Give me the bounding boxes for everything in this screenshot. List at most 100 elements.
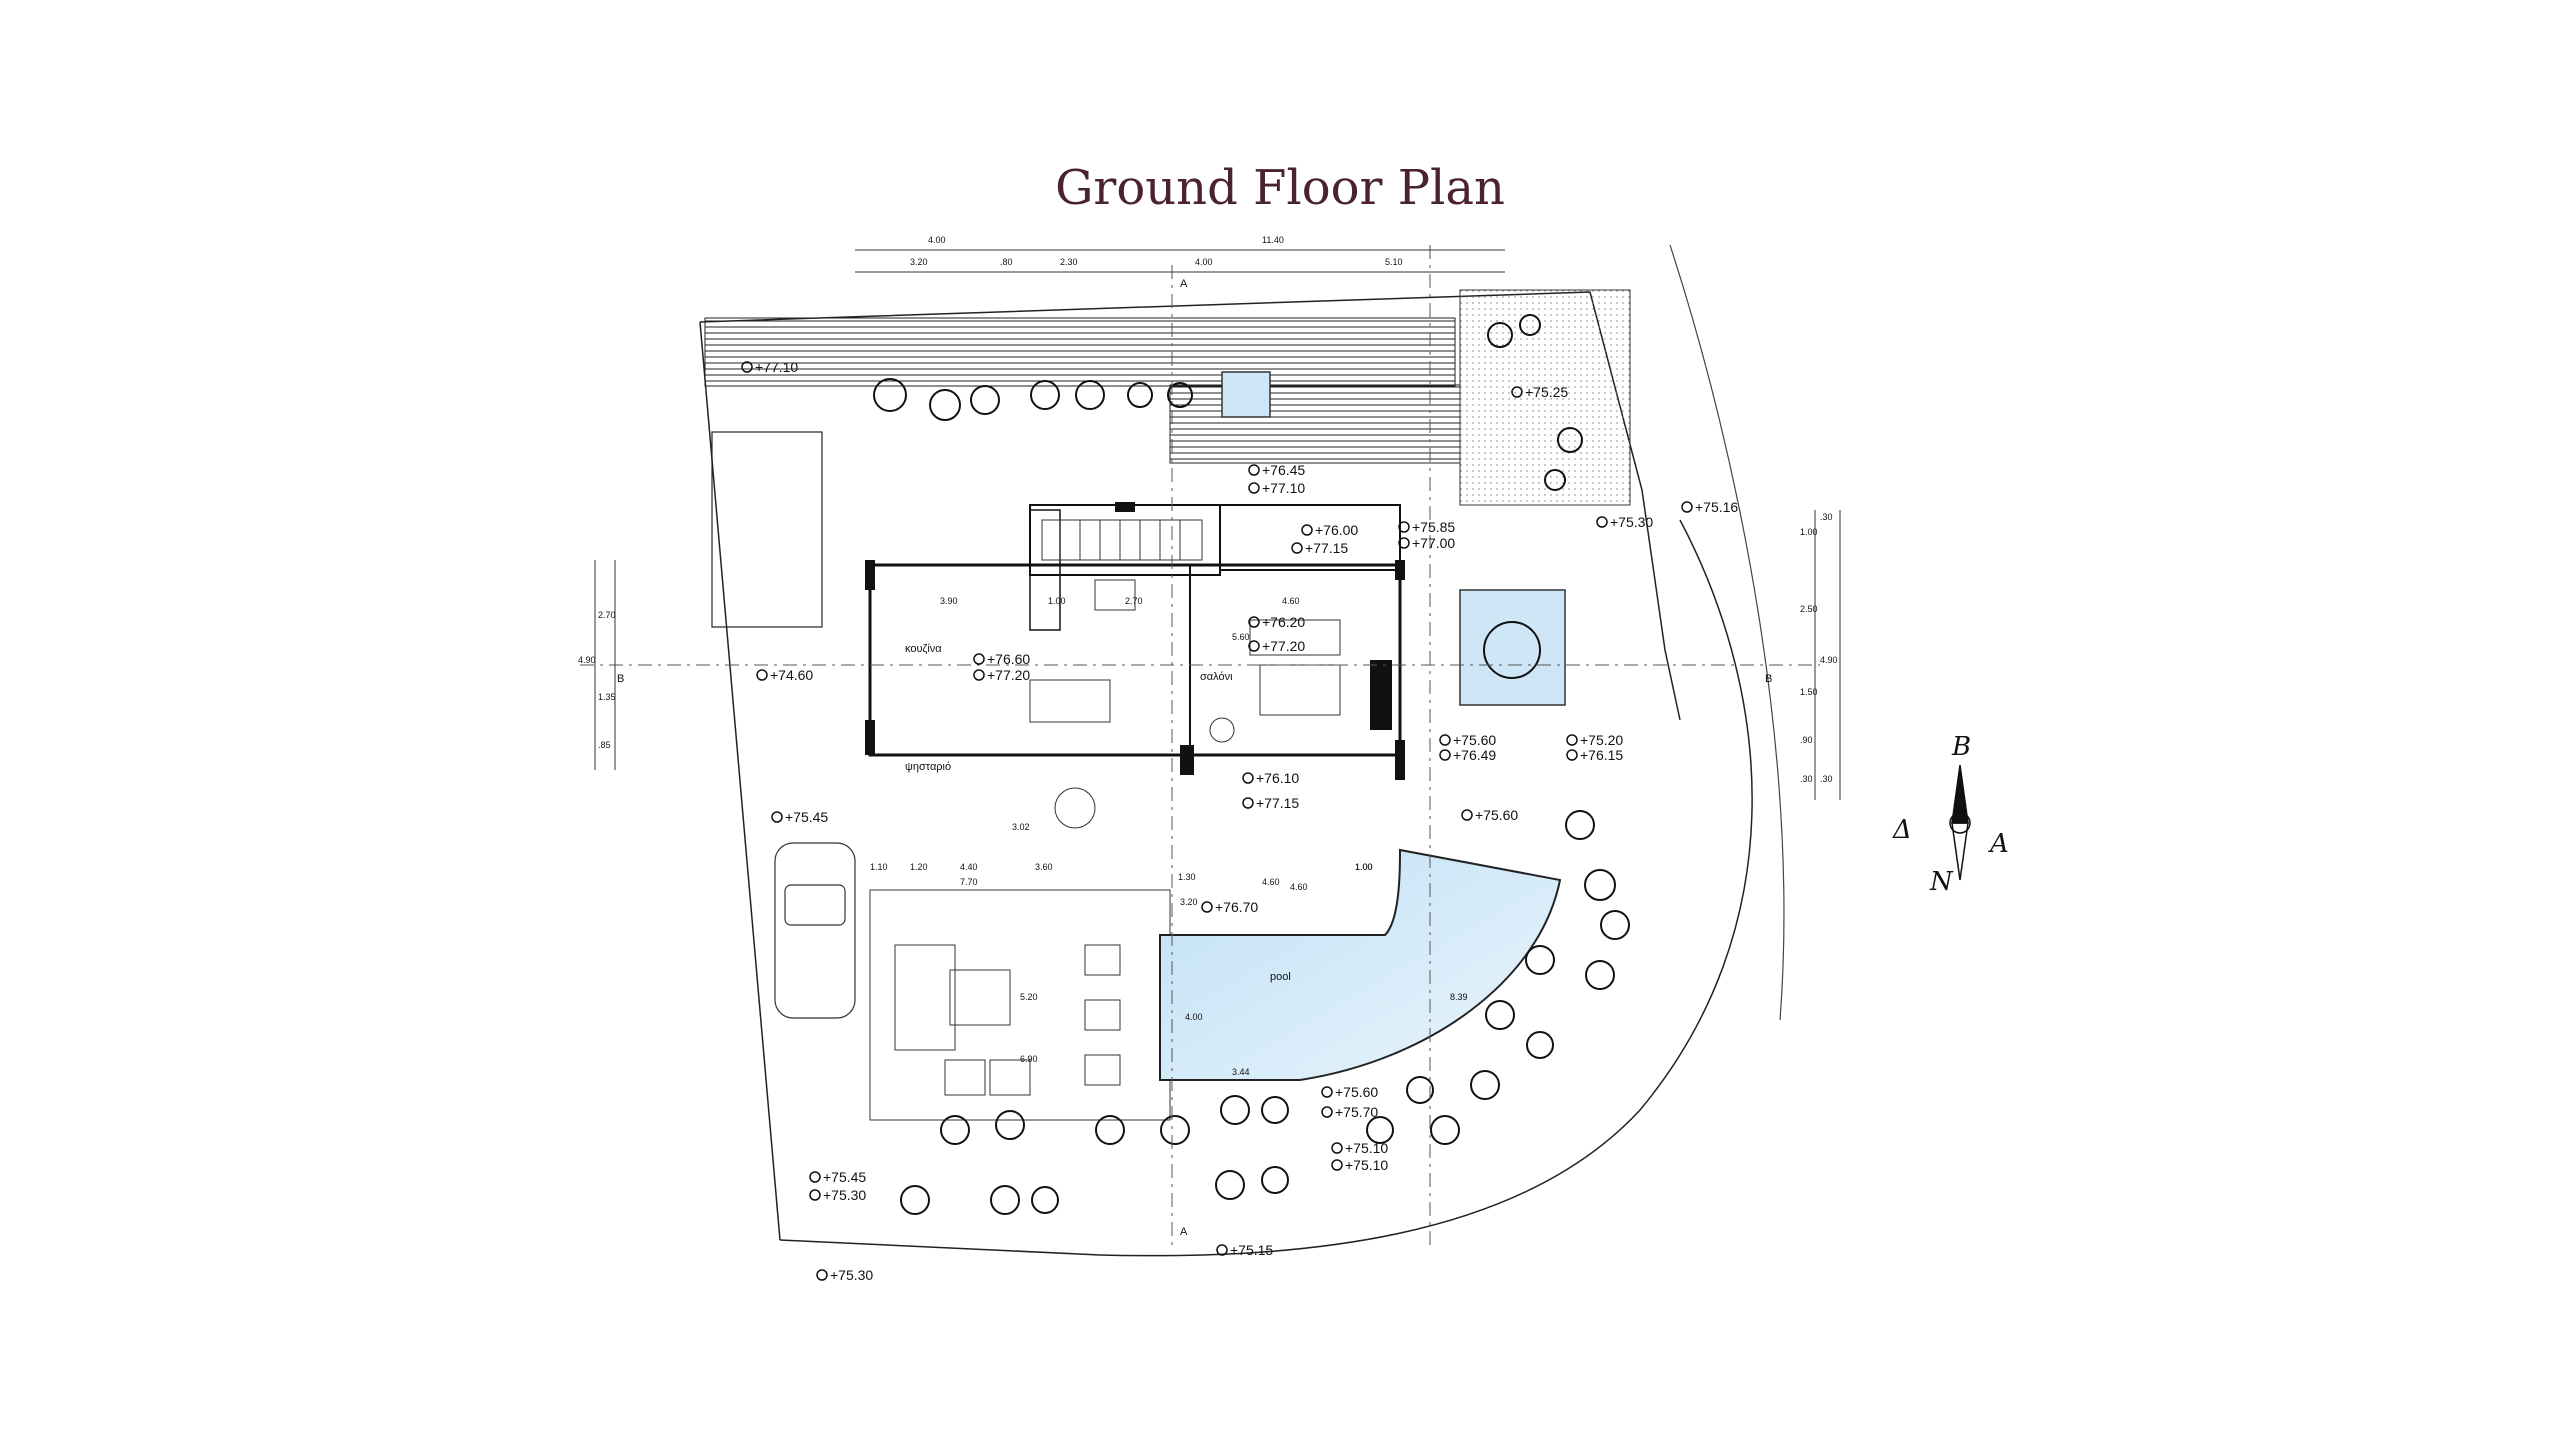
level-label: +75.30 — [1610, 514, 1653, 530]
dimension-label: 3.20 — [910, 257, 928, 267]
terrace-hatch — [704, 317, 1456, 387]
room-label-bbq: ψησταριό — [905, 761, 951, 773]
main-pool — [1159, 848, 1562, 1081]
level-marker — [1461, 809, 1473, 821]
level-label: +77.10 — [1262, 480, 1305, 496]
small-pool-top — [1221, 371, 1271, 418]
level-label: +77.10 — [755, 359, 798, 375]
level-label: +77.15 — [1256, 795, 1299, 811]
level-label: +77.15 — [1305, 540, 1348, 556]
level-label: +75.60 — [1335, 1084, 1378, 1100]
section-mark-b-left: B — [617, 673, 624, 685]
dimension-label: 6.90 — [1020, 1054, 1038, 1064]
dimension-label: 4.60 — [1262, 877, 1280, 887]
level-marker — [1242, 797, 1254, 809]
section-mark-a-top: A — [1180, 278, 1188, 290]
compass-rose — [1949, 764, 1971, 881]
page-title: Ground Floor Plan — [1055, 160, 1505, 216]
level-marker — [1201, 901, 1213, 913]
dimension-label: 2.70 — [1125, 596, 1143, 606]
room-label-living: σαλόνι — [1200, 671, 1233, 683]
level-marker — [1321, 1086, 1333, 1098]
level-label: +75.10 — [1345, 1140, 1388, 1156]
level-marker — [1216, 1244, 1228, 1256]
dimension-label: 2.50 — [1800, 604, 1818, 614]
dimension-label: .30 — [1820, 774, 1833, 784]
dimension-label: 3.02 — [1012, 822, 1030, 832]
dimension-label: 3.60 — [1035, 862, 1053, 872]
level-label: +77.00 — [1412, 535, 1455, 551]
level-marker — [973, 653, 985, 665]
level-label: +75.10 — [1345, 1157, 1388, 1173]
room-label-pool: pool — [1270, 971, 1291, 983]
level-label: +75.45 — [785, 809, 828, 825]
level-label: +76.20 — [1262, 614, 1305, 630]
level-marker — [809, 1189, 821, 1201]
dimension-label: 4.00 — [928, 235, 946, 245]
dimension-label: .30 — [1800, 774, 1813, 784]
dimension-label: 5.60 — [1232, 632, 1250, 642]
level-marker — [1398, 537, 1410, 549]
level-marker — [1331, 1142, 1343, 1154]
dimension-label: 1.00 — [1355, 862, 1373, 872]
level-marker — [973, 669, 985, 681]
patio — [869, 889, 1171, 1121]
level-label: +75.15 — [1230, 1242, 1273, 1258]
dimension-label: 1.35 — [598, 692, 616, 702]
dimension-label: 5.20 — [1020, 992, 1038, 1002]
section-mark-b-right: B — [1765, 673, 1772, 685]
dimension-label: 4.60 — [1290, 882, 1308, 892]
dimension-label: 4.90 — [578, 655, 596, 665]
level-marker — [756, 669, 768, 681]
dimension-label: 7.70 — [960, 877, 978, 887]
level-label: +76.00 — [1315, 522, 1358, 538]
dimension-label: 8.39 — [1450, 992, 1468, 1002]
dimension-label: 4.90 — [1820, 655, 1838, 665]
level-marker — [1301, 524, 1313, 536]
level-marker — [1248, 482, 1260, 494]
level-marker — [741, 361, 753, 373]
level-label: +77.20 — [1262, 638, 1305, 654]
level-label: +75.60 — [1453, 732, 1496, 748]
compass-east-label: A — [1988, 829, 2009, 859]
level-label: +76.15 — [1580, 747, 1623, 763]
terrace-hatch-lower — [1169, 384, 1461, 464]
car — [774, 842, 856, 1019]
dimension-label: 1.30 — [1178, 872, 1196, 882]
level-marker — [809, 1171, 821, 1183]
level-marker — [1681, 501, 1693, 513]
level-marker — [816, 1269, 828, 1281]
level-label: +76.10 — [1256, 770, 1299, 786]
level-label: +76.45 — [1262, 462, 1305, 478]
level-marker — [1291, 542, 1303, 554]
compass-south-label: N — [1929, 867, 1954, 897]
level-marker — [1248, 640, 1260, 652]
level-label: +75.30 — [830, 1267, 873, 1283]
level-label: +75.60 — [1475, 807, 1518, 823]
level-label: +75.20 — [1580, 732, 1623, 748]
level-label: +75.16 — [1695, 499, 1738, 515]
level-label: +75.25 — [1525, 384, 1568, 400]
dimension-label: 1.00 — [1355, 862, 1373, 872]
dimension-label: 3.90 — [940, 596, 958, 606]
wall-columns — [865, 502, 1405, 780]
room-label-kitchen: κουζίνα — [905, 643, 942, 655]
furniture — [1029, 579, 1341, 829]
stairs — [1041, 519, 1203, 561]
level-label: +74.60 — [770, 667, 813, 683]
section-mark-a-bottom: A — [1180, 1226, 1188, 1238]
level-marker — [1321, 1106, 1333, 1118]
level-marker — [1566, 734, 1578, 746]
level-marker — [1331, 1159, 1343, 1171]
dimension-lines — [594, 249, 1841, 800]
level-marker — [771, 811, 783, 823]
level-label: +75.45 — [823, 1169, 866, 1185]
dimension-label: 4.00 — [1195, 257, 1213, 267]
dimension-label: 1.50 — [1800, 687, 1818, 697]
level-marker — [1248, 464, 1260, 476]
courtyard-pool — [1459, 589, 1566, 706]
level-label: +76.60 — [987, 651, 1030, 667]
level-label: +76.70 — [1215, 899, 1258, 915]
level-label: +76.49 — [1453, 747, 1496, 763]
